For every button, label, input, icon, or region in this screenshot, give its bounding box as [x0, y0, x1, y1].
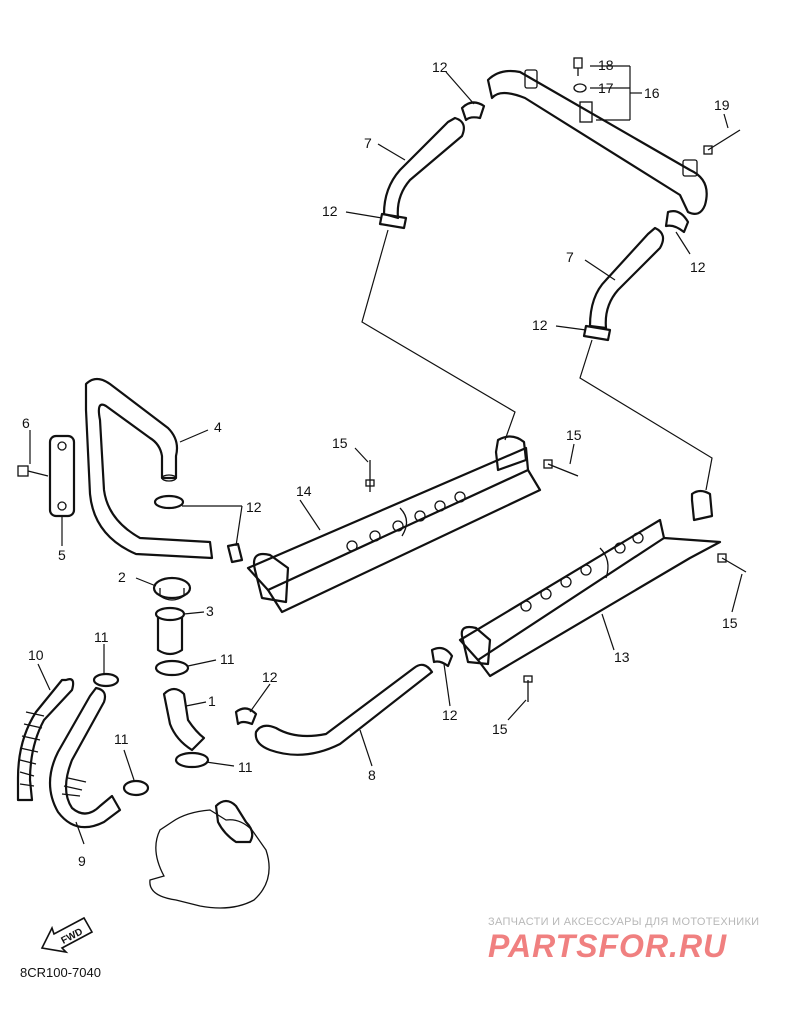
hose-10: [16, 678, 75, 802]
callout-7: 7: [566, 249, 574, 265]
fwd-arrow-icon: FWD: [40, 916, 94, 954]
callout-7: 7: [364, 135, 372, 151]
screw-19: [703, 129, 741, 155]
callout-2: 2: [118, 569, 126, 585]
hose-8: [254, 663, 434, 756]
callout-6: 6: [22, 415, 30, 431]
callout-15: 15: [332, 435, 348, 451]
hose-7-left: [382, 116, 465, 220]
clamp-11-b: [154, 659, 190, 677]
watermark-logo: PARTSFOR.RU: [488, 928, 728, 964]
diagram-code: 8CR100-7040: [20, 965, 101, 980]
cross-pipe-16: [486, 69, 708, 215]
hose-4: [84, 377, 214, 560]
callout-3: 3: [206, 603, 214, 619]
callout-15: 15: [566, 427, 582, 443]
clamp-12-f: [226, 542, 244, 564]
bolt-18: [573, 57, 583, 76]
hose-7-right: [588, 226, 665, 330]
fitting-3: [154, 606, 186, 656]
screw-15-d: [523, 675, 533, 702]
watermark-caption: ЗАПЧАСТИ И АКСЕССУАРЫ ДЛЯ МОТОТЕХНИКИ: [488, 916, 760, 928]
callout-11: 11: [94, 629, 109, 645]
callout-5: 5: [58, 547, 66, 563]
clamp-11-c: [122, 779, 150, 797]
cooler-14: [246, 435, 542, 614]
callout-12: 12: [262, 669, 278, 685]
cap-2: [152, 576, 192, 601]
clamp-12-b: [378, 212, 408, 230]
callout-12: 12: [442, 707, 458, 723]
fwd-arrow: FWD: [38, 914, 98, 959]
clamp-12-d: [582, 324, 612, 342]
clamp-11-a: [92, 672, 120, 688]
hose-1: [162, 687, 206, 752]
callout-10: 10: [28, 647, 44, 663]
leader-lines: [29, 65, 743, 845]
cooler-13: [458, 489, 722, 678]
bolt-6: [17, 465, 49, 477]
callout-11: 11: [220, 651, 235, 667]
clamp-12-e: [153, 494, 185, 510]
callout-16: 16: [644, 85, 660, 101]
callout-12: 12: [322, 203, 338, 219]
callout-15: 15: [722, 615, 738, 631]
callout-14: 14: [296, 483, 312, 499]
clamp-12-c: [664, 210, 690, 234]
callout-9: 9: [78, 853, 86, 869]
screw-15-a: [365, 460, 375, 492]
callouts: 12 7 12 18 17 16 19 7 12 12 4 6 5 12 14 …: [22, 57, 738, 869]
callout-17: 17: [598, 80, 614, 96]
callout-18: 18: [598, 57, 614, 73]
callout-15: 15: [492, 721, 508, 737]
bracket-5: [48, 434, 76, 518]
clamp-12-h: [430, 646, 454, 668]
callout-8: 8: [368, 767, 376, 783]
callout-1: 1: [208, 693, 216, 709]
callout-11: 11: [238, 759, 253, 775]
engine-outline: [149, 799, 270, 909]
screw-15-b: [543, 459, 579, 477]
screw-15-c: [717, 553, 747, 573]
callout-19: 19: [714, 97, 730, 113]
callout-11: 11: [114, 731, 129, 747]
callout-13: 13: [614, 649, 630, 665]
callout-12: 12: [532, 317, 548, 333]
washer-17: [573, 83, 587, 93]
callout-12: 12: [690, 259, 706, 275]
callout-4: 4: [214, 419, 222, 435]
hose-9: [48, 686, 122, 829]
clamp-12-a: [460, 101, 486, 122]
callout-12: 12: [246, 499, 262, 515]
callout-12: 12: [432, 59, 448, 75]
clamp-11-d: [174, 751, 210, 769]
clamp-12-g: [234, 707, 258, 726]
